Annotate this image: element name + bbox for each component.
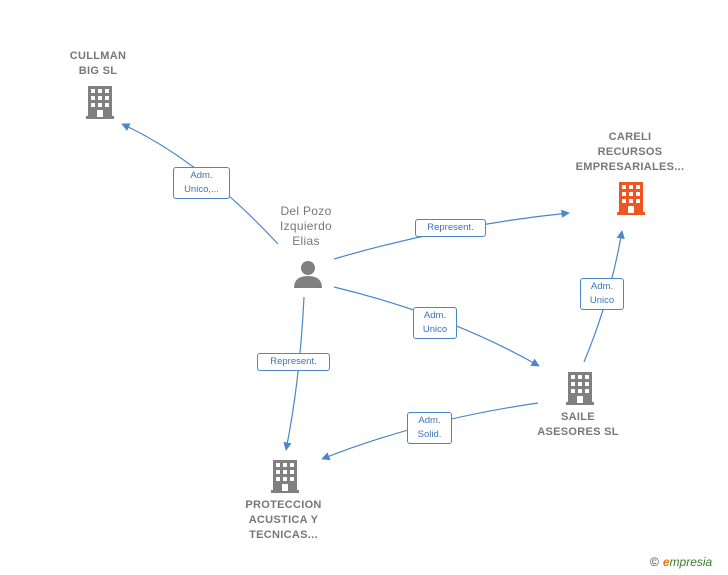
building-icon bbox=[86, 86, 114, 119]
copyright-symbol: © bbox=[650, 555, 659, 569]
building-icon bbox=[617, 182, 645, 215]
edge-label-saile-proteccion: Adm. Solid. bbox=[407, 412, 452, 444]
node-label-saile[interactable]: SAILE ASESORES SL bbox=[537, 411, 619, 438]
node-label-proteccion[interactable]: PROTECCION ACUSTICA Y TECNICAS... bbox=[245, 499, 322, 541]
brand-name: mpresia bbox=[669, 555, 713, 569]
node-label-person[interactable]: Del Pozo Izquierdo Elias bbox=[279, 204, 333, 248]
node-label-cullman[interactable]: CULLMAN BIG SL bbox=[69, 50, 127, 77]
edge-label-person-cullman: Adm. Unico,... bbox=[173, 167, 230, 199]
person-icon bbox=[294, 261, 322, 288]
building-icon bbox=[271, 460, 299, 493]
edge-person-proteccion bbox=[283, 296, 305, 451]
building-icon bbox=[566, 372, 594, 405]
edge-label-saile-careli: Adm. Unico bbox=[580, 278, 624, 310]
footer-brand: ©empresia bbox=[650, 555, 712, 569]
node-label-careli[interactable]: CARELI RECURSOS EMPRESARIALES... bbox=[575, 131, 685, 173]
edge-label-person-saile: Adm. Unico bbox=[413, 307, 457, 339]
edge-label-person-proteccion: Represent. bbox=[257, 353, 330, 371]
brand-logo-letter: e bbox=[662, 555, 670, 569]
edge-label-person-careli: Represent. bbox=[415, 219, 486, 237]
